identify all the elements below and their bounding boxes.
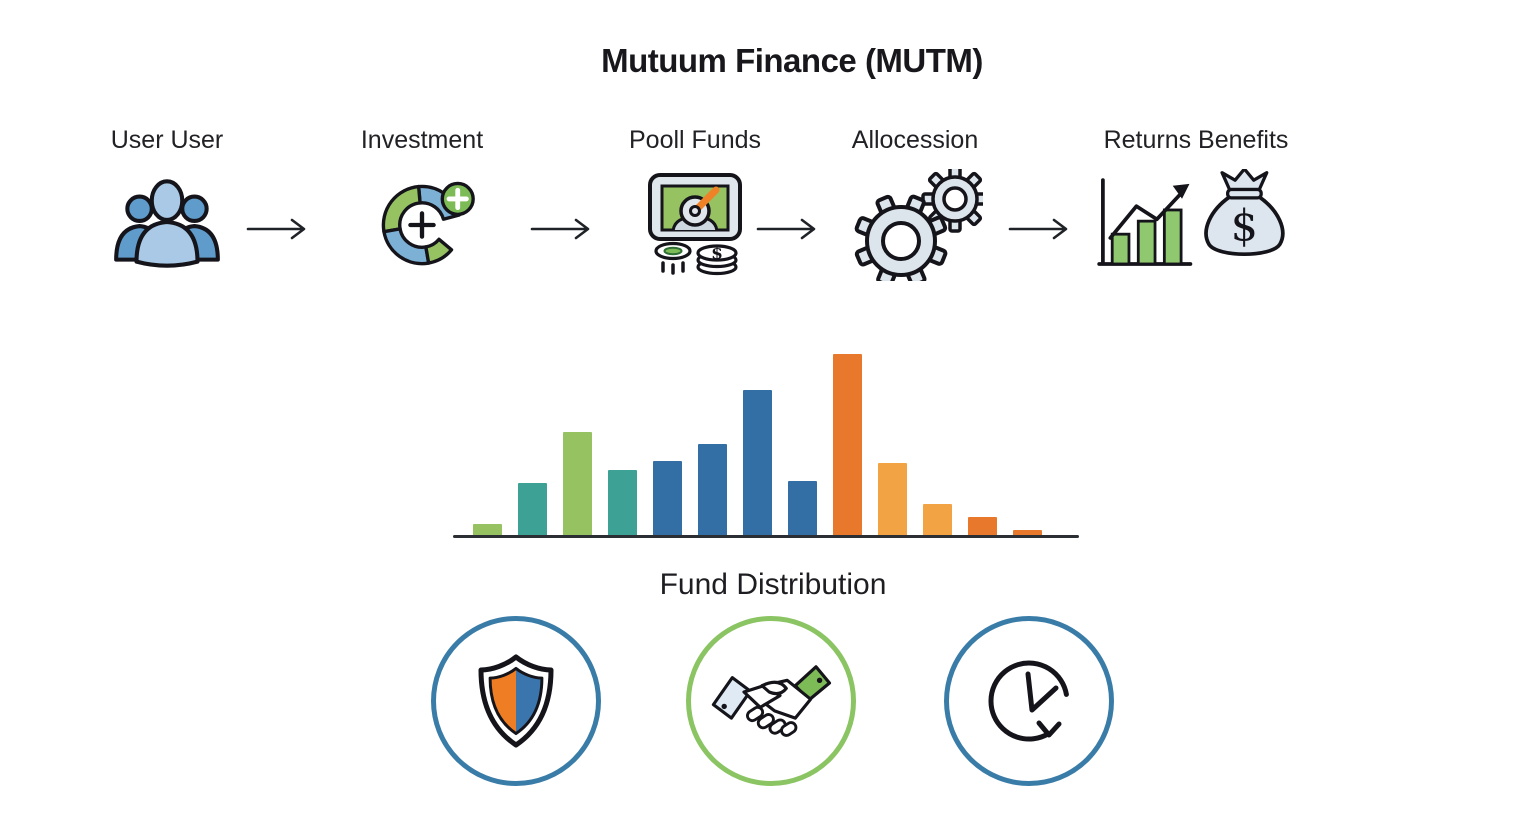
svg-text:$: $ <box>711 244 723 264</box>
bar <box>563 432 592 535</box>
step-label: Allocession <box>851 126 979 154</box>
right-arrow-icon <box>246 218 306 240</box>
chart-baseline <box>453 535 1079 538</box>
right-arrow-icon <box>756 218 816 240</box>
flow-step-returns: Returns Benefits $ <box>1056 126 1336 277</box>
bar-chart-bars <box>453 354 1079 535</box>
bar <box>698 444 727 535</box>
bar <box>878 463 907 535</box>
shield-icon <box>478 654 554 748</box>
bar <box>833 354 862 535</box>
gears-icon <box>854 169 983 281</box>
bar <box>1013 530 1042 535</box>
feature-circle-security <box>431 616 601 786</box>
bar <box>923 504 952 535</box>
step-label: User User <box>110 126 224 154</box>
step-label: Returns Benefits <box>1103 126 1289 154</box>
clock-icon <box>988 660 1069 742</box>
right-arrow-icon <box>530 218 590 240</box>
feature-circle-partnership <box>686 616 856 786</box>
bar <box>968 517 997 535</box>
page-title: Mutuum Finance (MUTM) <box>601 42 983 79</box>
feature-circle-time <box>944 616 1114 786</box>
flow-step-users: User User <box>27 126 307 277</box>
bar <box>473 524 502 535</box>
bar <box>608 470 637 535</box>
bar-chart <box>453 354 1079 538</box>
bar <box>788 481 817 535</box>
svg-text:$: $ <box>1231 202 1258 252</box>
growth-chart-money-bag-icon: $ <box>1097 169 1285 266</box>
users-icon <box>114 179 220 268</box>
flow-step-allocation: Allocession <box>775 126 1055 281</box>
right-arrow-icon <box>1008 218 1068 240</box>
bar <box>518 483 547 535</box>
step-label: Investment <box>360 126 484 154</box>
bar <box>743 390 772 535</box>
step-label: Pooll Funds <box>628 126 762 154</box>
handshake-icon <box>711 665 832 737</box>
investment-donut-icon <box>381 181 475 266</box>
flow-step-pool-funds: Pooll Funds $ <box>555 126 835 281</box>
flow-step-investment: Investment <box>282 126 562 281</box>
bar <box>653 461 682 535</box>
chart-title: Fund Distribution <box>659 568 887 601</box>
pool-funds-icon: $ <box>648 173 742 276</box>
